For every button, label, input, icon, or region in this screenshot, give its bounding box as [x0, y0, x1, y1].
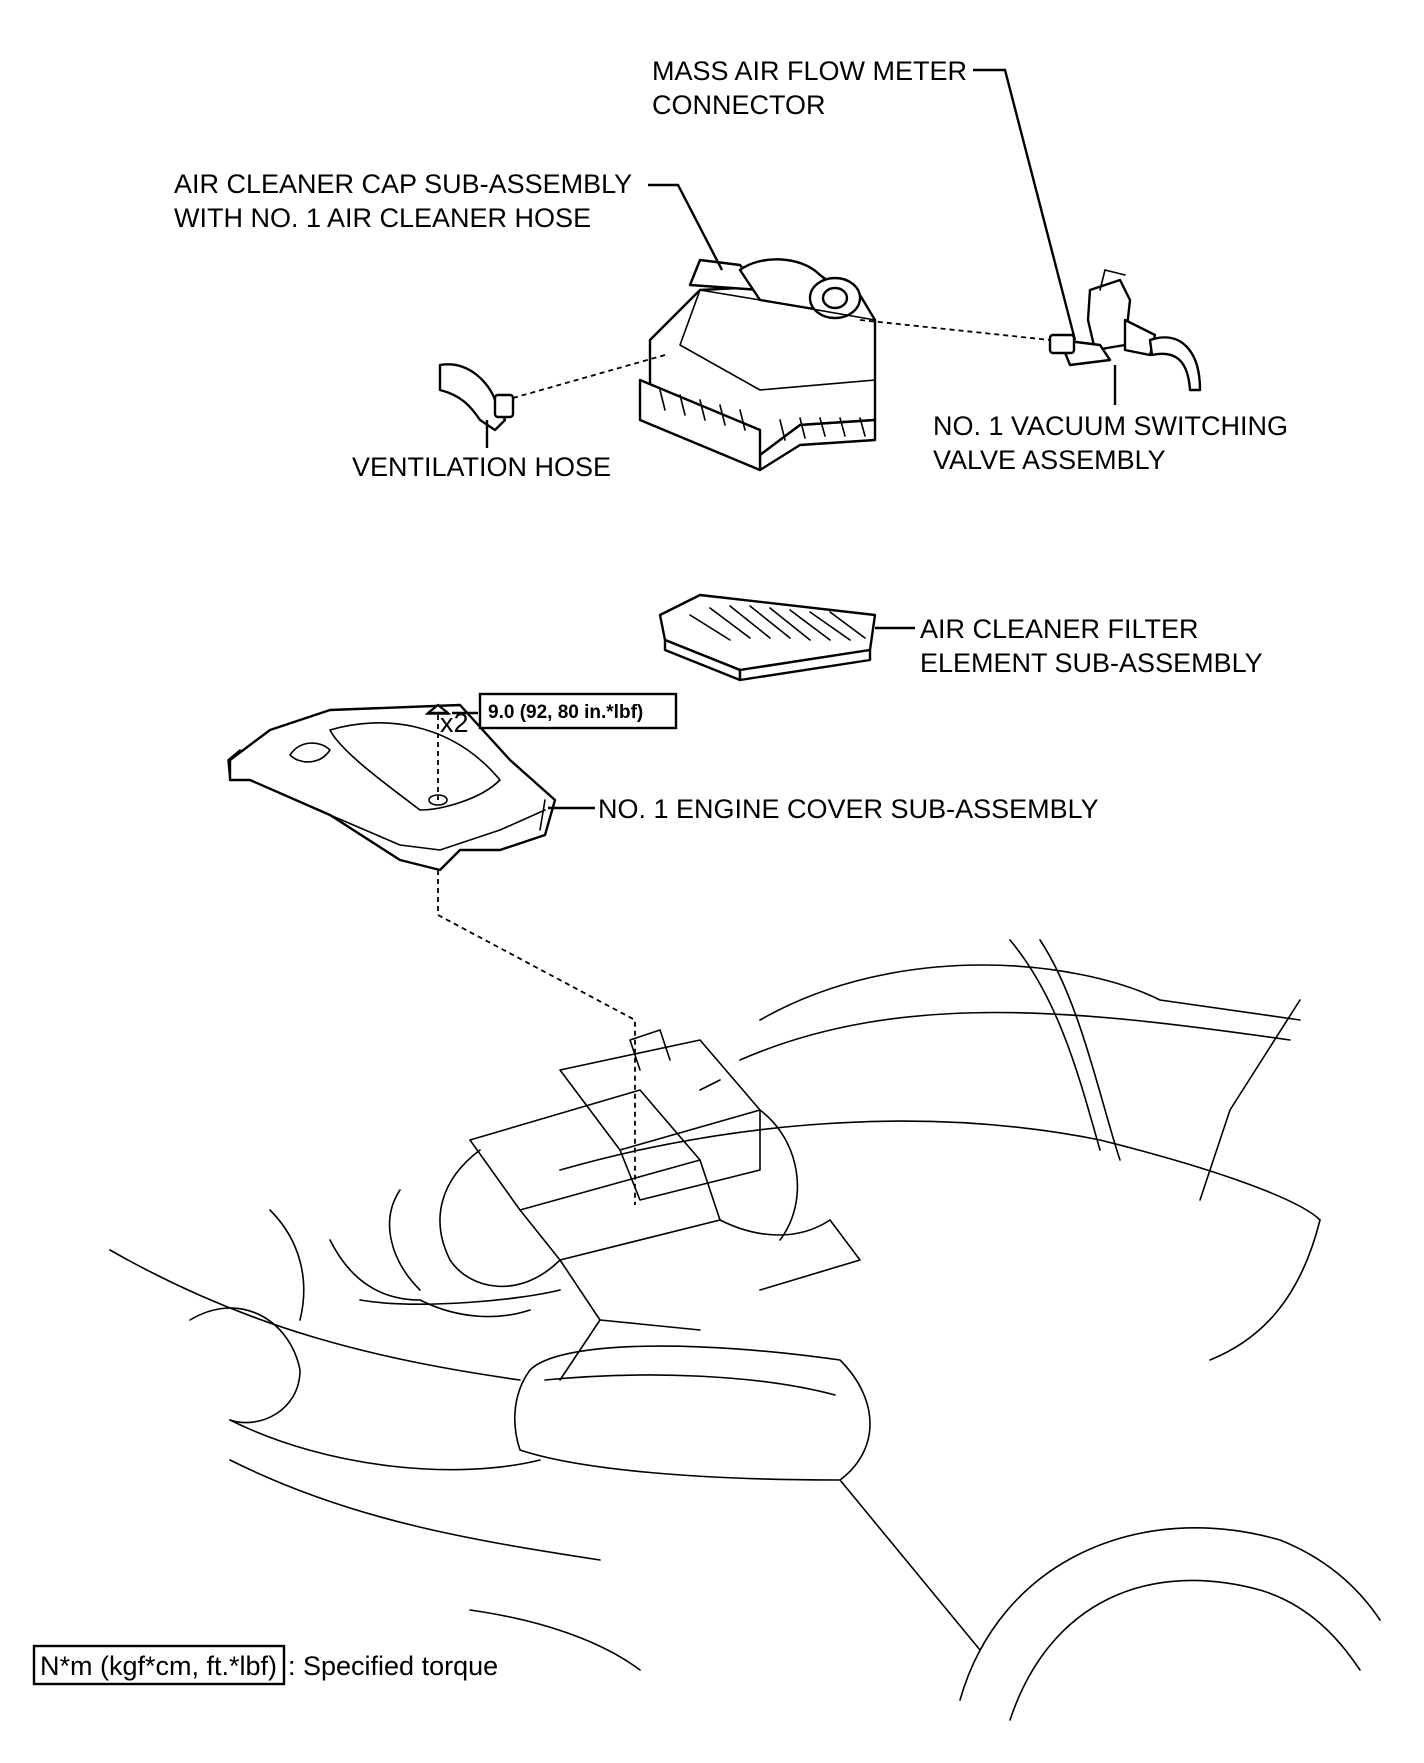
legend-text: : Specified torque: [288, 1651, 498, 1681]
label-maf-line1: MASS AIR FLOW METER: [652, 56, 967, 86]
label-cap-line2: WITH NO. 1 AIR CLEANER HOSE: [174, 203, 591, 233]
label-ventilation-hose: VENTILATION HOSE: [352, 452, 611, 482]
torque-legend: N*m (kgf*cm, ft.*lbf) : Specified torque: [32, 1644, 498, 1686]
label-cap-line1: AIR CLEANER CAP SUB-ASSEMBLY: [174, 169, 632, 199]
air-cleaner-cap-illustration: [638, 258, 877, 472]
label-engine-cover: NO. 1 ENGINE COVER SUB-ASSEMBLY: [598, 794, 1099, 824]
leader-lines: [452, 68, 1117, 810]
label-vsv-line1: NO. 1 VACUUM SWITCHING: [933, 411, 1288, 441]
connection-lines: [437, 319, 1051, 1205]
air-cleaner-filter-illustration: [658, 593, 877, 682]
engine-cover-illustration: [227, 703, 557, 872]
label-vsv-line2: VALVE ASSEMBLY: [933, 445, 1166, 475]
vacuum-switching-valve-illustration: [1048, 269, 1202, 392]
vehicle-engine-bay-illustration: [109, 939, 1381, 1721]
label-bolt-count: x2: [440, 708, 469, 738]
label-filter-line2: ELEMENT SUB-ASSEMBLY: [920, 648, 1263, 678]
label-maf-line2: CONNECTOR: [652, 90, 826, 120]
bolt-icon: [425, 703, 451, 715]
label-torque: 9.0 (92, 80 in.*lbf): [488, 702, 643, 723]
ventilation-hose-illustration: [438, 363, 515, 432]
legend-unit-box: [32, 1644, 286, 1686]
torque-box: [478, 692, 678, 730]
legend-unit: N*m (kgf*cm, ft.*lbf): [40, 1651, 277, 1681]
label-filter-line1: AIR CLEANER FILTER: [920, 614, 1199, 644]
